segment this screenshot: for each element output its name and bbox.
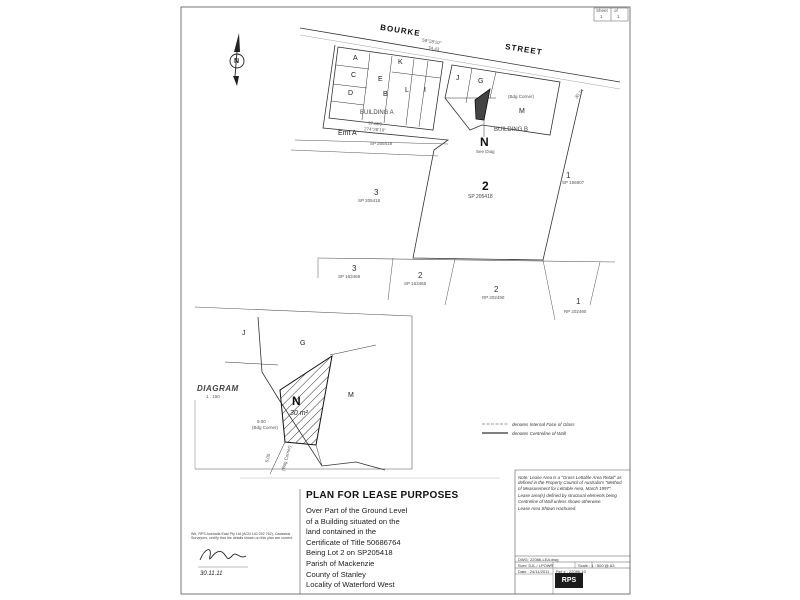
sheet-number: 1 bbox=[600, 14, 603, 19]
diagram-room-j: J bbox=[242, 330, 246, 337]
lot-3-plan: SP 205418 bbox=[358, 198, 381, 203]
room-b: B bbox=[383, 91, 388, 98]
lot-1-number: 1 bbox=[566, 171, 571, 180]
drawing-date: Date : 24/11/2011 bbox=[518, 569, 550, 574]
bearing-right-note: (Bdg Corner) bbox=[508, 94, 535, 99]
diagram-frame bbox=[194, 306, 413, 470]
note-centreline: Lease area(s) defined by structural elem… bbox=[518, 493, 617, 504]
lot-1b-plan: RP 202490 bbox=[564, 309, 587, 314]
diagram-scale: 1 : 150 bbox=[206, 394, 220, 399]
room-k: K bbox=[398, 59, 403, 66]
desc-line: County of Stanley bbox=[306, 569, 366, 579]
room-a: A bbox=[353, 55, 358, 62]
lot-3b-number: 3 bbox=[352, 264, 357, 273]
easement-label: Emt A bbox=[338, 130, 357, 137]
easement-plan: SP 205418 bbox=[370, 141, 393, 146]
lot-2c-plan: RP 202490 bbox=[482, 295, 505, 300]
lease-notes: Note: Lease Area is a "Gross Lettable Ar… bbox=[518, 475, 622, 514]
room-i: I bbox=[424, 87, 426, 94]
room-j: J bbox=[456, 75, 460, 82]
note-gla: Note: Lease Area is a "Gross Lettable Ar… bbox=[518, 475, 622, 491]
diagram-lease-area: 30 m² bbox=[290, 410, 308, 417]
desc-line: Being Lot 2 on SP205418 bbox=[306, 548, 393, 558]
sheet-border bbox=[180, 6, 631, 595]
room-g: G bbox=[478, 78, 484, 85]
room-c: C bbox=[351, 72, 357, 79]
lot-2-plan: SP 205418 bbox=[468, 194, 493, 200]
diagram-room-g: G bbox=[300, 340, 306, 347]
diagram-lease-letter: N bbox=[292, 394, 301, 408]
surveyor-signature bbox=[199, 549, 247, 561]
surveyor-date: 30.11.11 bbox=[200, 571, 223, 577]
room-e: E bbox=[378, 76, 383, 83]
desc-line: Locality of Waterford West bbox=[306, 580, 395, 590]
diagram-dim-2: (Bdg Corner) bbox=[252, 425, 279, 430]
lot-2c-number: 2 bbox=[494, 285, 499, 294]
legend-wall-text: denotes Centreline of Wall bbox=[512, 431, 566, 436]
sheet-label: Sheet bbox=[596, 8, 608, 13]
room-l: L bbox=[405, 87, 409, 94]
sheet-total: 1 bbox=[617, 14, 620, 19]
north-letter: N bbox=[234, 58, 240, 65]
sheet-of-label: of bbox=[614, 8, 618, 13]
drawing-scale: Scale : 1 : 500 @ A3 bbox=[578, 563, 615, 568]
diagram-title: DIAGRAM bbox=[197, 384, 239, 393]
drawing-ref: Ref # : 22086-10 bbox=[556, 569, 586, 574]
desc-line: Over Part of the Ground Level bbox=[306, 506, 408, 515]
room-d: D bbox=[348, 90, 354, 97]
diagram-room-m: M bbox=[348, 392, 354, 399]
plan-title: PLAN FOR LEASE PURPOSES bbox=[306, 490, 459, 501]
diagram-dim-1: 9.00 bbox=[257, 419, 266, 424]
surveyor-certificate: We, RPS Australia East Pty Ltd (ACN 140 … bbox=[191, 532, 294, 541]
lot-2-number: 2 bbox=[482, 179, 489, 193]
building-a-label: BUILDING A bbox=[360, 110, 394, 116]
desc-line: Certificate of Title 50686764 bbox=[306, 537, 401, 547]
lot-3-number: 3 bbox=[374, 188, 379, 197]
north-arrow-icon bbox=[229, 33, 245, 86]
lease-area-letter: N bbox=[480, 135, 489, 149]
see-diag-note: See Diag bbox=[476, 149, 495, 154]
desc-line: Parish of Mackenzie bbox=[306, 558, 375, 568]
lot-1-plan: SP 196907 bbox=[562, 180, 585, 185]
legend-glass-text: denotes Internal Face of Glass bbox=[512, 422, 575, 427]
lot-3b-plan: SP 163468 bbox=[338, 274, 361, 279]
street-frontage-line bbox=[299, 27, 621, 83]
dwg-filename: DWG: 22086-LEA.dwg bbox=[518, 557, 559, 562]
desc-line: of a Building situated on the bbox=[306, 516, 400, 526]
building-b-label: BUILDING B bbox=[494, 127, 529, 133]
note-hachured: Lease Area Shown Hachured. bbox=[518, 506, 577, 512]
lot-2b-number: 2 bbox=[418, 271, 423, 280]
lot-1b-number: 1 bbox=[576, 297, 581, 306]
rps-logo: RPS bbox=[555, 573, 583, 588]
room-m: M bbox=[519, 108, 525, 115]
desc-line: land contained in the bbox=[306, 527, 377, 537]
title-block: PLAN FOR LEASE PURPOSES Over Part of the… bbox=[306, 490, 511, 589]
surveyed-by: Surv: DJL / LPOWR bbox=[518, 563, 554, 568]
building-a-outline bbox=[328, 46, 444, 131]
lot-2b-plan: SP 163468 bbox=[404, 281, 427, 286]
